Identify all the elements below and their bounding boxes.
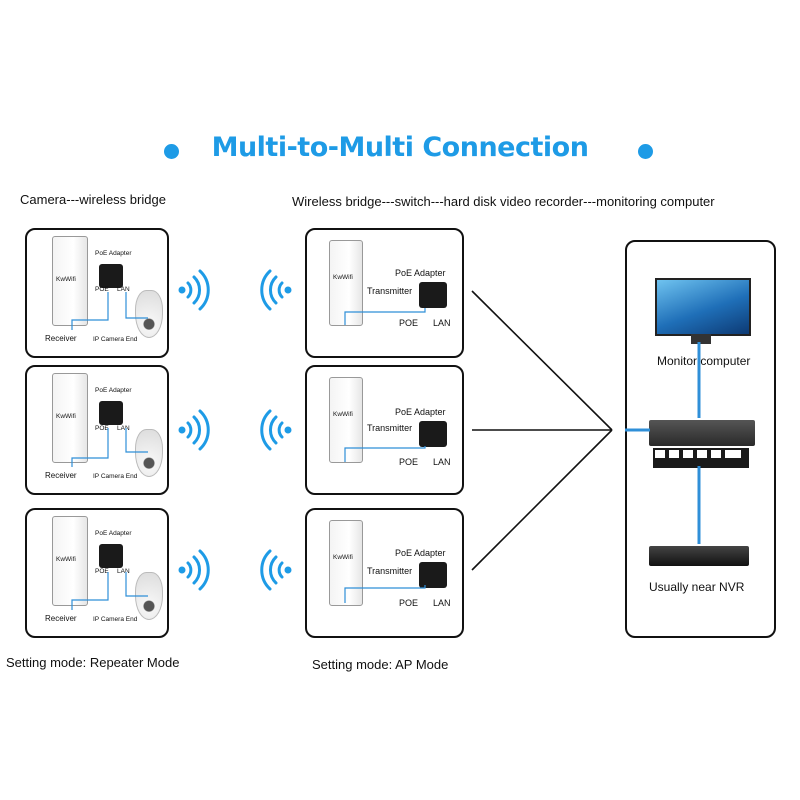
bridge-brand-label: KwWifi bbox=[56, 413, 76, 420]
wireless-bridge-device bbox=[329, 520, 363, 606]
wireless-bridge-device bbox=[52, 236, 88, 326]
transmitter-label: Transmitter bbox=[367, 286, 413, 296]
diagram-title: Multi-to-Multi Connection bbox=[211, 132, 589, 163]
wifi-icon bbox=[178, 269, 210, 311]
poe-adapter-label: PoE Adapter bbox=[395, 407, 446, 417]
poe-adapter-device bbox=[99, 544, 123, 568]
poe-adapter-label: PoE Adapter bbox=[395, 548, 446, 558]
wifi-signal-icons-left bbox=[260, 269, 292, 591]
caption-repeater-mode: Setting mode: Repeater Mode bbox=[6, 655, 180, 670]
caption-camera-bridge: Camera---wireless bridge bbox=[20, 192, 166, 207]
link-line-3 bbox=[471, 429, 613, 571]
poe-adapter-device bbox=[99, 401, 123, 425]
title-dot-right bbox=[638, 144, 653, 159]
receiver-panel-2: KwWifi PoE Adapter POE LAN Receiver IP C… bbox=[25, 365, 169, 495]
receiver-panel-3: KwWifi PoE Adapter POE LAN Receiver IP C… bbox=[25, 508, 169, 638]
monitor-computer-label: Monitor computer bbox=[657, 354, 751, 368]
poe-adapter-device bbox=[419, 421, 447, 447]
receiver-panel-1: KwWifi PoE Adapter POE LAN Receiver IP C… bbox=[25, 228, 169, 358]
bridge-brand-label: KwWifi bbox=[333, 554, 353, 561]
nvr-recorder bbox=[649, 546, 749, 566]
poe-adapter-label: PoE Adapter bbox=[395, 268, 446, 278]
poe-port-label: POE bbox=[399, 598, 419, 608]
poe-port-label: POE bbox=[399, 318, 419, 328]
wifi-icon bbox=[260, 549, 292, 591]
lan-port-label: LAN bbox=[433, 598, 451, 608]
bridge-brand-label: KwWifi bbox=[333, 411, 353, 418]
lan-port-label: LAN bbox=[117, 568, 130, 575]
transmitter-panel-1: KwWifi PoE Adapter Transmitter POE LAN bbox=[305, 228, 464, 358]
poe-adapter-device bbox=[419, 282, 447, 308]
lan-port-label: LAN bbox=[117, 425, 130, 432]
wireless-bridge-device bbox=[52, 373, 88, 463]
wifi-icon bbox=[260, 269, 292, 311]
network-switch bbox=[649, 420, 755, 446]
wireless-bridge-device bbox=[329, 377, 363, 463]
ip-camera-device bbox=[135, 290, 163, 338]
poe-port-label: POE bbox=[95, 425, 109, 432]
bridge-brand-label: KwWifi bbox=[56, 556, 76, 563]
monitor-stand bbox=[691, 334, 711, 344]
transmitter-label: Transmitter bbox=[367, 423, 413, 433]
title-dot-left bbox=[164, 144, 179, 159]
caption-bridge-chain: Wireless bridge---switch---hard disk vid… bbox=[292, 194, 715, 209]
poe-adapter-device bbox=[99, 264, 123, 288]
wireless-bridge-device bbox=[52, 516, 88, 606]
lan-port-label: LAN bbox=[433, 457, 451, 467]
bridge-brand-label: KwWifi bbox=[333, 274, 353, 281]
wifi-icon bbox=[178, 549, 210, 591]
link-line-1 bbox=[471, 290, 613, 431]
receiver-label: Receiver bbox=[45, 334, 77, 343]
camera-end-label: IP Camera End bbox=[93, 616, 138, 623]
receiver-label: Receiver bbox=[45, 614, 77, 623]
switch-ports bbox=[655, 450, 741, 458]
network-center-panel: Monitor computer Usually near NVR bbox=[625, 240, 776, 638]
receiver-label: Receiver bbox=[45, 471, 77, 480]
camera-end-label: IP Camera End bbox=[93, 473, 138, 480]
poe-adapter-device bbox=[419, 562, 447, 588]
wifi-icon bbox=[260, 409, 292, 451]
transmitter-panel-3: KwWifi PoE Adapter Transmitter POE LAN bbox=[305, 508, 464, 638]
lan-port-label: LAN bbox=[117, 286, 130, 293]
receiver-cables bbox=[71, 292, 148, 610]
poe-port-label: POE bbox=[399, 457, 419, 467]
poe-port-label: POE bbox=[95, 568, 109, 575]
camera-end-label: IP Camera End bbox=[93, 336, 138, 343]
transmitter-panel-2: KwWifi PoE Adapter Transmitter POE LAN bbox=[305, 365, 464, 495]
nvr-label: Usually near NVR bbox=[649, 580, 745, 594]
transmitter-label: Transmitter bbox=[367, 566, 413, 576]
transmitter-cables bbox=[344, 308, 426, 603]
poe-port-label: POE bbox=[95, 286, 109, 293]
caption-ap-mode: Setting mode: AP Mode bbox=[312, 657, 449, 672]
bridge-brand-label: KwWifi bbox=[56, 276, 76, 283]
poe-adapter-label: PoE Adapter bbox=[95, 387, 132, 394]
wifi-icon bbox=[178, 409, 210, 451]
poe-adapter-label: PoE Adapter bbox=[95, 250, 132, 257]
poe-adapter-label: PoE Adapter bbox=[95, 530, 132, 537]
lan-port-label: LAN bbox=[433, 318, 451, 328]
wifi-signal-icons-right bbox=[178, 269, 210, 591]
ip-camera-device bbox=[135, 429, 163, 477]
